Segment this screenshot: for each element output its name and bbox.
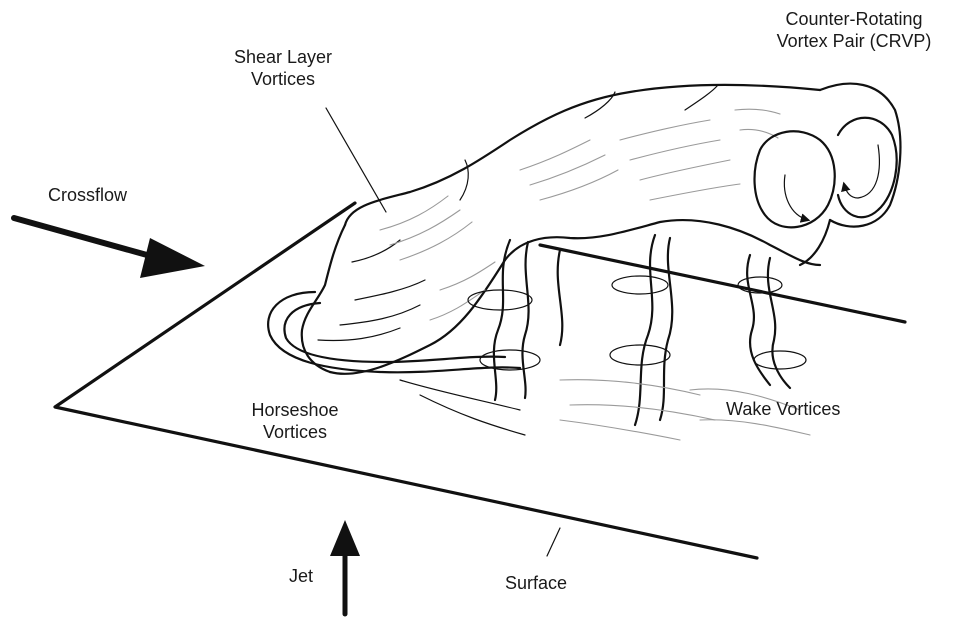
horseshoe-label-line1: Horseshoe — [240, 399, 350, 421]
plume-shading — [380, 109, 780, 320]
jet-label-text: Jet — [289, 565, 313, 587]
crvp-label-line1: Counter-Rotating — [764, 8, 944, 30]
crvp-label-line2: Vortex Pair (CRVP) — [764, 30, 944, 52]
shear-layer-label-line2: Vortices — [228, 68, 338, 90]
surface-label-text: Surface — [505, 572, 567, 594]
jet-label: Jet — [289, 565, 313, 587]
horseshoe-label: Horseshoe Vortices — [240, 399, 350, 443]
surface-label: Surface — [505, 572, 567, 594]
crossflow-label-text: Crossflow — [48, 184, 127, 206]
shear-layer-label-line1: Shear Layer — [228, 46, 338, 68]
wake-vortices-label: Wake Vortices — [726, 398, 840, 420]
horseshoe-label-line2: Vortices — [240, 421, 350, 443]
crossflow-label: Crossflow — [48, 184, 127, 206]
wake-vortices — [468, 235, 806, 425]
jet-plume — [302, 84, 901, 374]
wake-vortices-label-text: Wake Vortices — [726, 398, 840, 420]
jet-arrow — [330, 520, 360, 614]
crvp-label: Counter-Rotating Vortex Pair (CRVP) — [764, 8, 944, 52]
shear-layer-label: Shear Layer Vortices — [228, 46, 338, 90]
crossflow-arrow — [14, 218, 205, 278]
crvp-loops — [755, 118, 897, 228]
